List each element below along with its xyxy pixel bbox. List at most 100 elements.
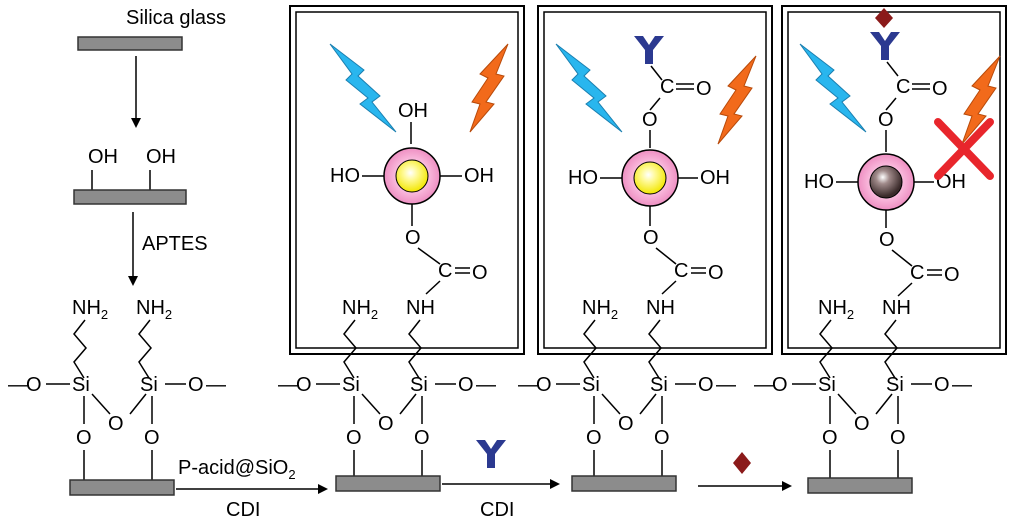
svg-text:O: O xyxy=(458,374,474,396)
orange-lightning-icon xyxy=(717,55,757,145)
svg-text:OH: OH xyxy=(936,171,966,193)
arrow-head-icon xyxy=(128,276,138,286)
svg-text:O: O xyxy=(296,374,312,396)
fluorescent-core xyxy=(395,159,429,193)
svg-text:Si: Si xyxy=(342,374,360,396)
y-antibody-icon xyxy=(634,36,664,64)
svg-text:O: O xyxy=(378,413,394,435)
svg-text:NH2: NH2 xyxy=(582,297,618,322)
step3-cdi-label: CDI xyxy=(480,499,514,521)
svg-text:—: — xyxy=(8,374,28,396)
svg-text:Si: Si xyxy=(72,374,90,396)
svg-text:Si: Si xyxy=(650,374,668,396)
svg-text:NH: NH xyxy=(406,297,435,319)
svg-text:OH: OH xyxy=(464,165,494,187)
svg-text:—: — xyxy=(278,374,298,396)
blue-lightning-icon xyxy=(329,43,397,133)
svg-text:NH: NH xyxy=(646,297,675,319)
svg-text:O: O xyxy=(414,427,430,449)
arrow-head-icon xyxy=(550,479,560,489)
silica-glass-plate xyxy=(77,36,183,51)
svg-text:OH: OH xyxy=(398,100,428,122)
fluorescent-core xyxy=(633,161,667,195)
aptes-silane-layer-4: NH2 NH — O Si Si O — O O O xyxy=(754,297,972,494)
arrow-head-icon xyxy=(782,481,792,491)
svg-text:NH2: NH2 xyxy=(342,297,378,322)
blue-lightning-icon xyxy=(799,43,867,133)
diamond-antigen-icon xyxy=(875,8,893,28)
svg-text:NH2: NH2 xyxy=(136,297,172,322)
svg-text:HO: HO xyxy=(330,165,360,187)
svg-text:HO: HO xyxy=(568,167,598,189)
svg-text:O: O xyxy=(654,427,670,449)
svg-text:O: O xyxy=(586,427,602,449)
svg-text:—: — xyxy=(716,374,736,396)
svg-text:NH2: NH2 xyxy=(818,297,854,322)
svg-text:—: — xyxy=(476,374,496,396)
svg-text:NH2: NH2 xyxy=(72,297,108,322)
svg-text:Si: Si xyxy=(886,374,904,396)
svg-text:O: O xyxy=(26,374,42,396)
hydroxyl-label: OH xyxy=(146,146,176,168)
hydroxylated-glass-plate xyxy=(73,189,187,205)
svg-text:O: O xyxy=(890,427,906,449)
svg-text:O: O xyxy=(472,262,488,284)
svg-text:Si: Si xyxy=(582,374,600,396)
svg-text:Si: Si xyxy=(818,374,836,396)
y-antibody-icon xyxy=(476,440,506,468)
svg-text:O: O xyxy=(879,229,895,251)
svg-text:C: C xyxy=(674,260,688,282)
svg-text:O: O xyxy=(643,227,659,249)
svg-text:O: O xyxy=(698,374,714,396)
svg-text:O: O xyxy=(934,374,950,396)
svg-text:O: O xyxy=(76,427,92,449)
svg-text:NH: NH xyxy=(882,297,911,319)
svg-text:O: O xyxy=(772,374,788,396)
svg-text:O: O xyxy=(618,413,634,435)
svg-text:OH: OH xyxy=(700,167,730,189)
silica-glass-label: Silica glass xyxy=(126,7,226,29)
aptes-silane-layer-2: NH2 NH — O Si Si O — O O O xyxy=(278,297,496,492)
svg-text:O: O xyxy=(822,427,838,449)
svg-text:O: O xyxy=(878,109,894,131)
blue-lightning-icon xyxy=(555,43,623,133)
svg-text:—: — xyxy=(754,374,774,396)
svg-text:C: C xyxy=(660,76,674,98)
hydroxyl-label: OH xyxy=(88,146,118,168)
arrow-head-icon xyxy=(318,484,328,494)
svg-text:O: O xyxy=(536,374,552,396)
svg-text:O: O xyxy=(188,374,204,396)
svg-text:C: C xyxy=(910,262,924,284)
svg-text:—: — xyxy=(518,374,538,396)
svg-text:O: O xyxy=(144,427,160,449)
red-cross-icon xyxy=(934,118,994,180)
svg-text:C: C xyxy=(896,76,910,98)
svg-text:Si: Si xyxy=(140,374,158,396)
svg-text:C: C xyxy=(438,260,452,282)
svg-text:O: O xyxy=(642,109,658,131)
svg-text:O: O xyxy=(108,413,124,435)
svg-text:O: O xyxy=(854,413,870,435)
svg-text:—: — xyxy=(206,374,226,396)
arrow-head-icon xyxy=(131,118,141,128)
step2-cdi-label: CDI xyxy=(226,499,260,521)
orange-lightning-icon xyxy=(469,43,509,133)
y-antibody-icon xyxy=(870,32,900,60)
aptes-silane-layer-3: NH2 NH — O Si Si O — O O O xyxy=(518,297,736,492)
svg-text:O: O xyxy=(696,78,712,100)
svg-text:Si: Si xyxy=(410,374,428,396)
svg-text:O: O xyxy=(346,427,362,449)
panel-quenched-complex: C O O HO OH O C O xyxy=(781,5,1007,355)
panel-antibody-conjugate: C O O HO OH O C O xyxy=(537,5,773,355)
svg-text:O: O xyxy=(405,227,421,249)
svg-text:O: O xyxy=(708,262,724,284)
step2-reagent-label: P-acid@SiO2 xyxy=(178,457,296,482)
aptes-silane-layer: NH2 NH2 — O Si Si O — O O O xyxy=(8,297,226,496)
quenched-core xyxy=(869,165,903,199)
svg-text:O: O xyxy=(944,264,960,286)
aptes-label: APTES xyxy=(142,233,208,255)
panel-conjugated-particle: OH HO OH O C O xyxy=(289,5,525,355)
svg-text:HO: HO xyxy=(804,171,834,193)
diamond-antigen-icon xyxy=(733,452,751,474)
